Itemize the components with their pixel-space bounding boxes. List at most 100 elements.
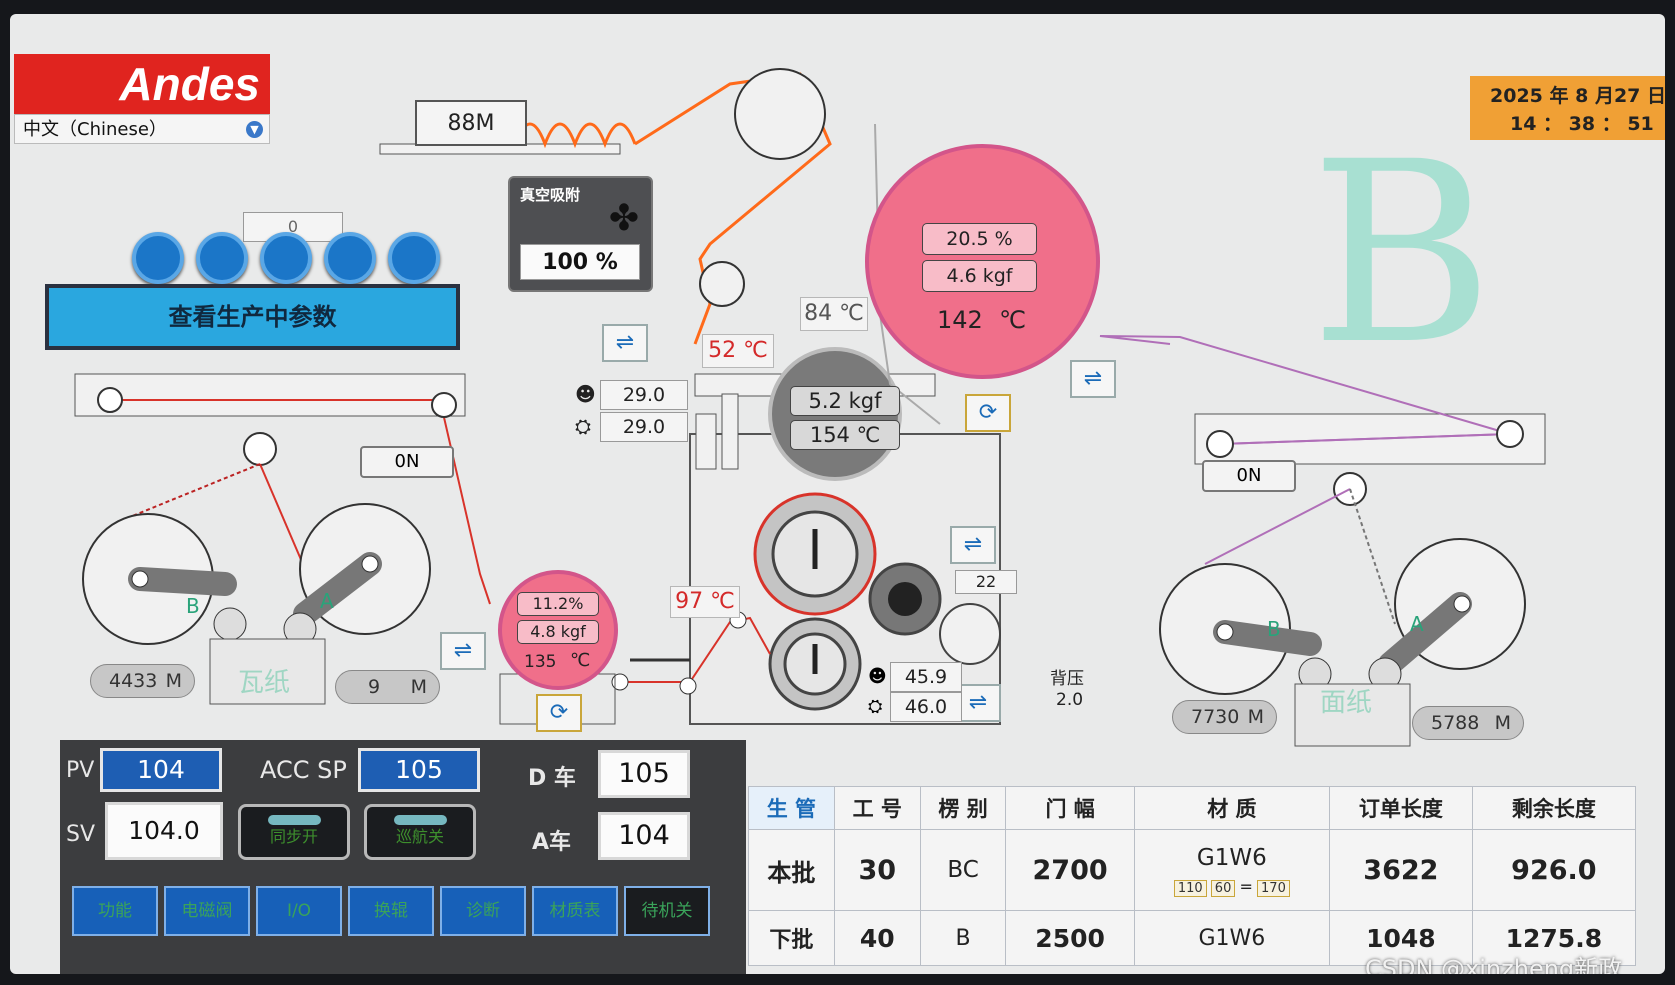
indicator-light-1[interactable] (132, 232, 184, 284)
header-remaining-length: 剩余长度 (1471, 786, 1637, 830)
pv-label: PV (66, 758, 95, 783)
tab-solenoid[interactable]: 电磁阀 (164, 886, 250, 936)
pv-value: 104 (100, 748, 222, 792)
sv-value[interactable]: 104.0 (105, 802, 223, 860)
job-number: 30 (833, 829, 921, 911)
material: G1W6 (1133, 910, 1331, 966)
header-production: 生 管 (748, 786, 835, 830)
left-reel-b-label: B (186, 594, 200, 618)
table-row[interactable]: 下批 40 B 2500 G1W6 1048 1275.8 (748, 910, 1637, 966)
tension-button-4[interactable]: ⇌ (955, 684, 1001, 722)
tension-button-5[interactable]: ⇌ (1070, 360, 1116, 398)
order-length: 1048 (1329, 910, 1473, 966)
preheater-small-force: 4.8 kgf (517, 620, 599, 644)
preheater-large-temp: 142 (937, 306, 983, 334)
length-display: 88M (415, 100, 527, 146)
speed-display-1: 29.0 (600, 380, 688, 410)
right-on-button[interactable]: 0N (1202, 460, 1296, 492)
guide-roller (699, 261, 745, 307)
header-width: 门 幅 (1005, 786, 1135, 830)
tab-material-table[interactable]: 材质表 (532, 886, 618, 936)
sync-button[interactable]: 同步开 (238, 804, 350, 860)
motor-icon-2: ⛭ (868, 696, 883, 717)
header-material: 材 质 (1133, 786, 1331, 830)
remaining-length: 926.0 (1471, 829, 1637, 911)
preheater-small-temp-unit: ℃ (570, 650, 591, 671)
control-panel: PV 104 ACC SP 105 SV 104.0 同步开 巡航关 D 车 1… (60, 740, 746, 974)
back-pressure-value: 2.0 (1056, 690, 1084, 710)
width: 2700 (1005, 829, 1135, 911)
table-row[interactable]: 本批 30 BC 2700 G1W6 110 60 = 170 3622 926… (748, 829, 1637, 911)
order-length: 3622 (1329, 829, 1473, 911)
indicator-light-3[interactable] (260, 232, 312, 284)
preheater-small-temp: 135 (524, 652, 557, 672)
preheater-large[interactable]: 20.5 % 4.6 kgf 142 ℃ (865, 144, 1100, 379)
header-job: 工 号 (833, 786, 921, 830)
width-calc: 110 60 = 170 (1136, 877, 1328, 897)
top-roller (734, 68, 826, 160)
tab-diagnosis[interactable]: 诊断 (440, 886, 526, 936)
motor-icon: ⛭ (575, 414, 591, 438)
left-paper-label: 瓦纸 (238, 668, 291, 698)
production-table: 生 管 工 号 楞 别 门 幅 材 质 订单长度 剩余长度 本批 30 BC 2… (748, 786, 1637, 966)
acc-sp-value[interactable]: 105 (358, 748, 480, 792)
language-select[interactable]: 中文（Chinese）▼ (14, 114, 270, 144)
gauge-force: 5.2 kgf (790, 386, 900, 416)
refresh-button-2[interactable]: ⟳ (536, 694, 582, 732)
roller-number: 22 (955, 570, 1017, 594)
vacuum-value: 100 % (520, 244, 640, 280)
orange-coil (513, 122, 637, 149)
preheater-small-percent: 11.2% (517, 592, 599, 616)
acc-sp-label: ACC SP (260, 756, 347, 784)
vacuum-panel[interactable]: 真空吸附 ✤ 100 % (508, 176, 653, 292)
table-header: 生 管 工 号 楞 别 门 幅 材 质 订单长度 剩余长度 (748, 786, 1637, 830)
view-production-params-button[interactable]: 查看生产中参数 (45, 284, 460, 350)
indicator-light-5[interactable] (388, 232, 440, 284)
lower-temp: 97 ℃ (670, 586, 740, 618)
chevron-down-icon: ▼ (246, 121, 263, 138)
tab-io[interactable]: I/O (256, 886, 342, 936)
watermark: CSDN @xinzheng新政 (1365, 955, 1623, 974)
row-label: 下批 (748, 910, 835, 966)
refresh-button-1[interactable]: ⟳ (965, 394, 1011, 432)
datetime-panel: 2025 年 8 月27 日 14 ： 38 ： 51 (1470, 76, 1665, 140)
preheater-large-temp-unit: ℃ (999, 306, 1026, 334)
side-label: B (1310, 108, 1494, 399)
back-pressure-label: 背压 (1050, 669, 1084, 689)
a-car-value: 104 (598, 812, 690, 860)
d-car-value: 105 (598, 750, 690, 798)
preheater-top-temp: 84 ℃ (800, 297, 868, 331)
cruise-button[interactable]: 巡航关 (364, 804, 476, 860)
right-reel-a-label: A (1410, 612, 1424, 636)
vacuum-title: 真空吸附 (520, 186, 581, 204)
preheater-small[interactable]: 11.2% 4.8 kgf 135 ℃ (498, 570, 618, 690)
tab-roll-change[interactable]: 换辊 (348, 886, 434, 936)
flute: BC (919, 829, 1007, 911)
sv-label: SV (66, 822, 96, 847)
operator-icon: ☻ (575, 382, 596, 406)
gauge-temp: 154 ℃ (790, 420, 900, 450)
tab-function[interactable]: 功能 (72, 886, 158, 936)
header-flute: 楞 别 (919, 786, 1007, 830)
indicator-light-2[interactable] (196, 232, 248, 284)
left-reel-a-label: A (320, 589, 334, 613)
left-frame (74, 373, 466, 417)
preheater-large-force: 4.6 kgf (922, 260, 1037, 292)
material-code: G1W6 (1196, 844, 1267, 871)
center-speed-2: 46.0 (890, 692, 962, 722)
left-on-button[interactable]: 0N (360, 446, 454, 478)
indicator-light-4[interactable] (324, 232, 376, 284)
heater-temp: 52 ℃ (702, 334, 774, 368)
tab-standby[interactable]: 待机关 (624, 886, 710, 936)
tension-button-2[interactable]: ⇌ (440, 632, 486, 670)
job-number: 40 (833, 910, 921, 966)
a-car-label: A车 (532, 830, 572, 855)
tension-button-3[interactable]: ⇌ (950, 526, 996, 564)
row-label: 本批 (748, 829, 835, 911)
header-order-length: 订单长度 (1329, 786, 1473, 830)
tension-button-1[interactable]: ⇌ (602, 324, 648, 362)
center-speed-1: 45.9 (890, 662, 962, 692)
